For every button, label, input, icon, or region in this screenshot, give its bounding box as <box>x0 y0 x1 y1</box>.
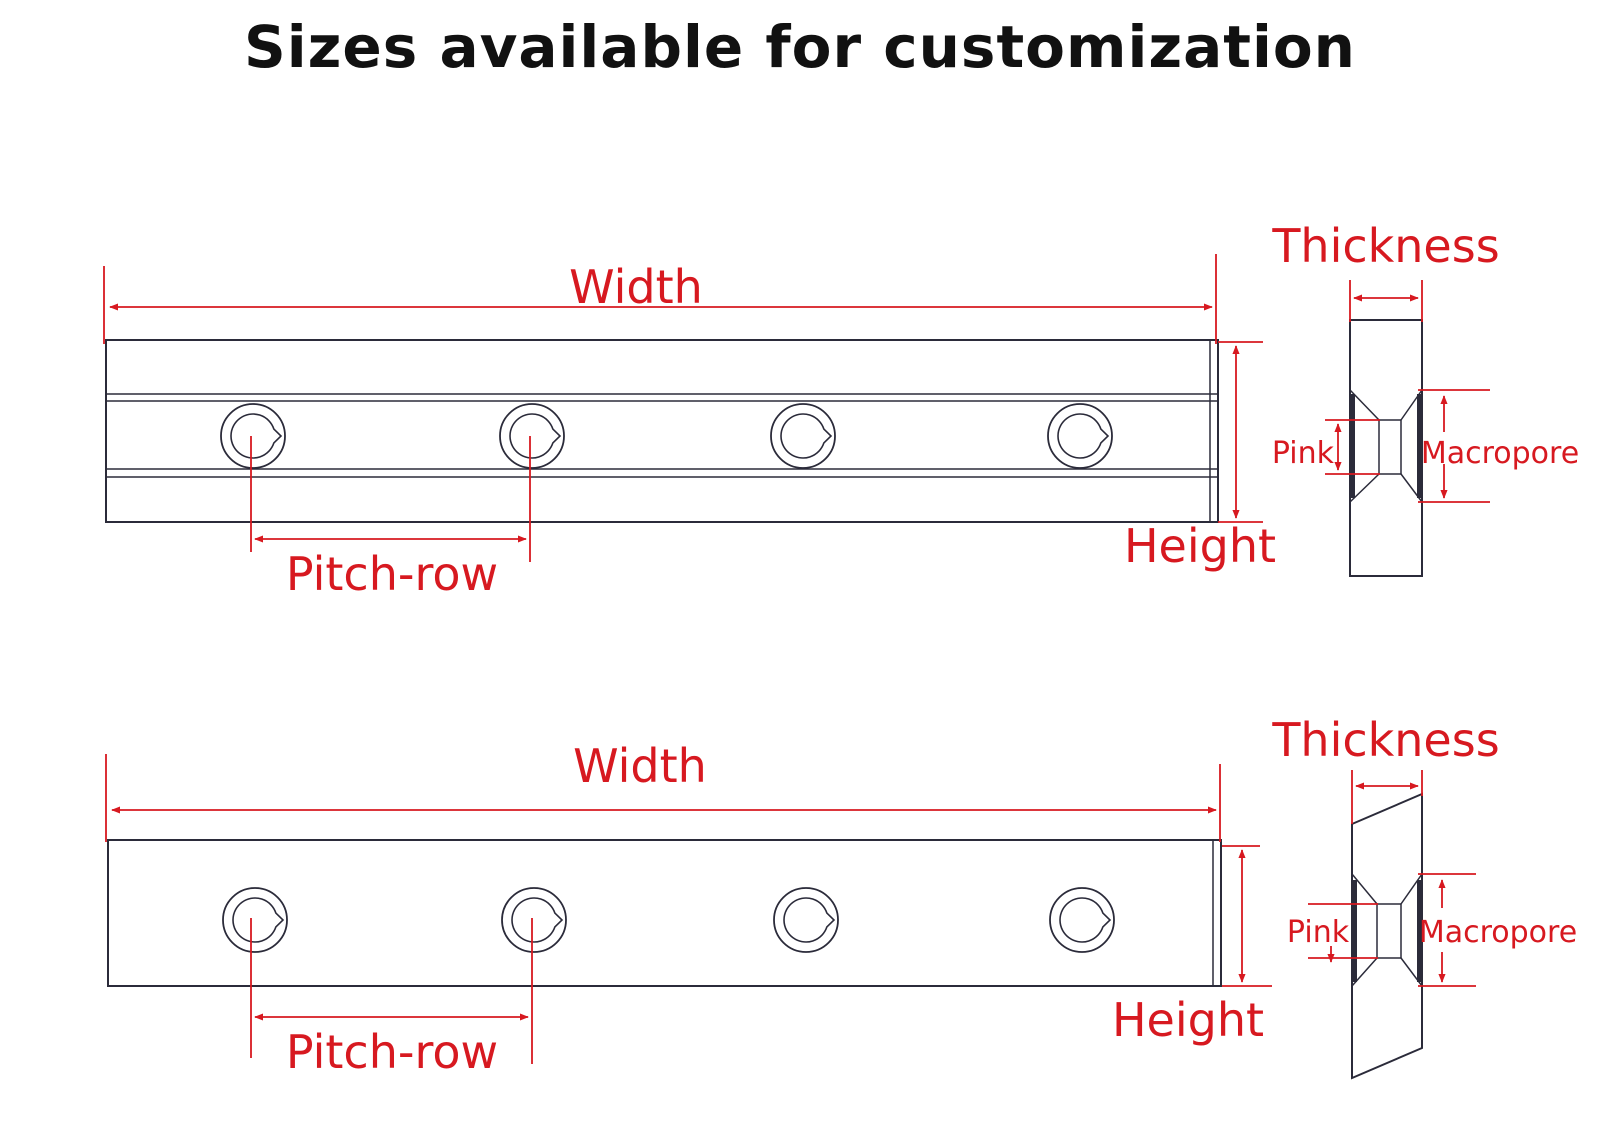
macropore-dimension <box>1418 389 1490 503</box>
mounting-holes <box>222 887 1115 953</box>
width-dimension <box>105 754 1221 842</box>
macropore-label: Macropore <box>1419 915 1577 950</box>
pitch-dimension <box>250 918 533 1064</box>
mounting-hole <box>773 887 839 953</box>
mounting-hole <box>1049 887 1115 953</box>
height-dimension <box>1222 845 1272 987</box>
rail-top-view <box>107 839 1222 987</box>
macropore-dimension <box>1418 873 1476 987</box>
mounting-hole <box>501 887 567 953</box>
pink-label: Pink <box>1272 436 1335 471</box>
pitch-label: Pitch-row <box>286 1025 498 1079</box>
width-dimension <box>103 254 1217 344</box>
mounting-hole <box>220 403 286 469</box>
pitch-label: Pitch-row <box>286 547 498 601</box>
rail-top-view <box>105 339 1219 523</box>
thickness-dimension <box>1349 280 1423 322</box>
thickness-label: Thickness <box>1271 713 1499 767</box>
mounting-holes <box>220 403 1113 469</box>
mounting-hole <box>499 403 565 469</box>
pink-dimension <box>1308 903 1378 963</box>
height-dimension <box>1218 341 1263 523</box>
thickness-dimension <box>1351 770 1423 824</box>
mounting-hole <box>770 403 836 469</box>
cross-section <box>1349 319 1423 577</box>
diagram-top: Width Height Pitch-row <box>103 219 1579 601</box>
cross-section <box>1351 792 1423 1080</box>
width-label: Width <box>569 260 703 314</box>
macropore-label: Macropore <box>1421 436 1579 471</box>
height-label: Height <box>1124 519 1276 573</box>
pink-label: Pink <box>1287 915 1350 950</box>
thickness-label: Thickness <box>1271 219 1499 273</box>
mounting-hole <box>1047 403 1113 469</box>
height-label: Height <box>1112 993 1264 1047</box>
pitch-dimension <box>250 436 531 562</box>
diagram-bottom: Width Height Pitch-row <box>105 713 1577 1080</box>
mounting-hole <box>222 887 288 953</box>
pink-dimension <box>1325 419 1380 475</box>
page-title: Sizes available for customization <box>244 13 1356 81</box>
width-label: Width <box>573 739 707 793</box>
